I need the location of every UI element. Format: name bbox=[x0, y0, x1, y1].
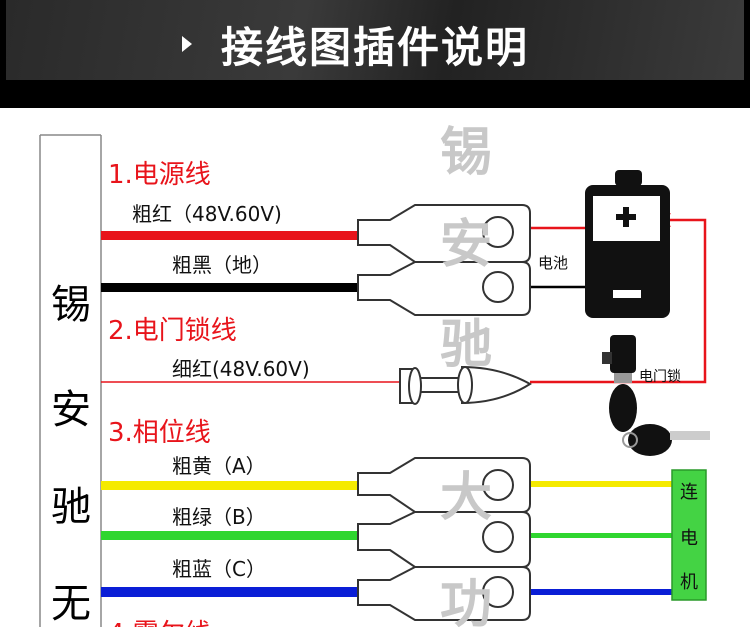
header-banner: 接线图插件说明 bbox=[0, 0, 750, 108]
brand-char: 安 bbox=[51, 387, 91, 433]
watermark-char: 大 bbox=[440, 468, 492, 528]
wire-label: 粗黑（地） bbox=[172, 253, 272, 277]
header-band bbox=[6, 0, 744, 80]
wire-label: 粗绿（B） bbox=[172, 505, 266, 529]
page-title: 接线图插件说明 bbox=[220, 23, 529, 72]
triangle-icon bbox=[182, 36, 192, 52]
battery-icon bbox=[585, 170, 670, 318]
section-heading: 4.霍尔线 bbox=[108, 619, 211, 627]
connectors bbox=[357, 204, 532, 621]
yellow-phase-wire bbox=[101, 481, 359, 490]
black-ground-wire bbox=[101, 283, 359, 292]
ignition-label: 电门锁 bbox=[639, 369, 681, 385]
watermark: 锡 安 驰 大 功 bbox=[440, 123, 492, 627]
terminal-connector bbox=[357, 261, 531, 316]
green-motor-wire bbox=[530, 533, 674, 538]
section-heading: 3.相位线 bbox=[108, 418, 211, 448]
brand-char: 驰 bbox=[51, 484, 91, 530]
green-phase-wire bbox=[101, 531, 359, 540]
watermark-char: 驰 bbox=[440, 315, 492, 375]
brand-char: 无 bbox=[51, 581, 91, 627]
watermark-char: 安 bbox=[440, 215, 492, 275]
watermark-char: 功 bbox=[440, 575, 492, 627]
wire-label: 粗蓝（C） bbox=[172, 557, 266, 581]
wire-label: 粗黄（A） bbox=[172, 454, 266, 478]
brand-char: 锡 bbox=[51, 282, 91, 328]
red-power-wire bbox=[101, 231, 359, 240]
bullet-connector bbox=[399, 365, 532, 405]
yellow-motor-wire bbox=[530, 481, 674, 487]
brand-column: 锡 安 驰 无 bbox=[39, 134, 102, 627]
watermark-char: 锡 bbox=[440, 123, 492, 183]
motor-box bbox=[671, 469, 707, 601]
ignition-key-icon bbox=[602, 335, 710, 456]
motor-label-char: 电 bbox=[680, 528, 698, 549]
terminal-connector bbox=[357, 566, 531, 621]
section-heading: 2.电门锁线 bbox=[108, 316, 237, 346]
battery-label: 电池 bbox=[538, 254, 568, 272]
wire-label: 细红(48V.60V) bbox=[172, 357, 310, 381]
wire-label: 粗红（48V.60V) bbox=[132, 202, 282, 226]
blue-phase-wire bbox=[101, 587, 359, 597]
motor-label-char: 连 bbox=[680, 482, 698, 503]
blue-motor-wire bbox=[530, 589, 674, 595]
section-heading: 1.电源线 bbox=[108, 160, 211, 190]
motor-label-char: 机 bbox=[680, 572, 698, 593]
